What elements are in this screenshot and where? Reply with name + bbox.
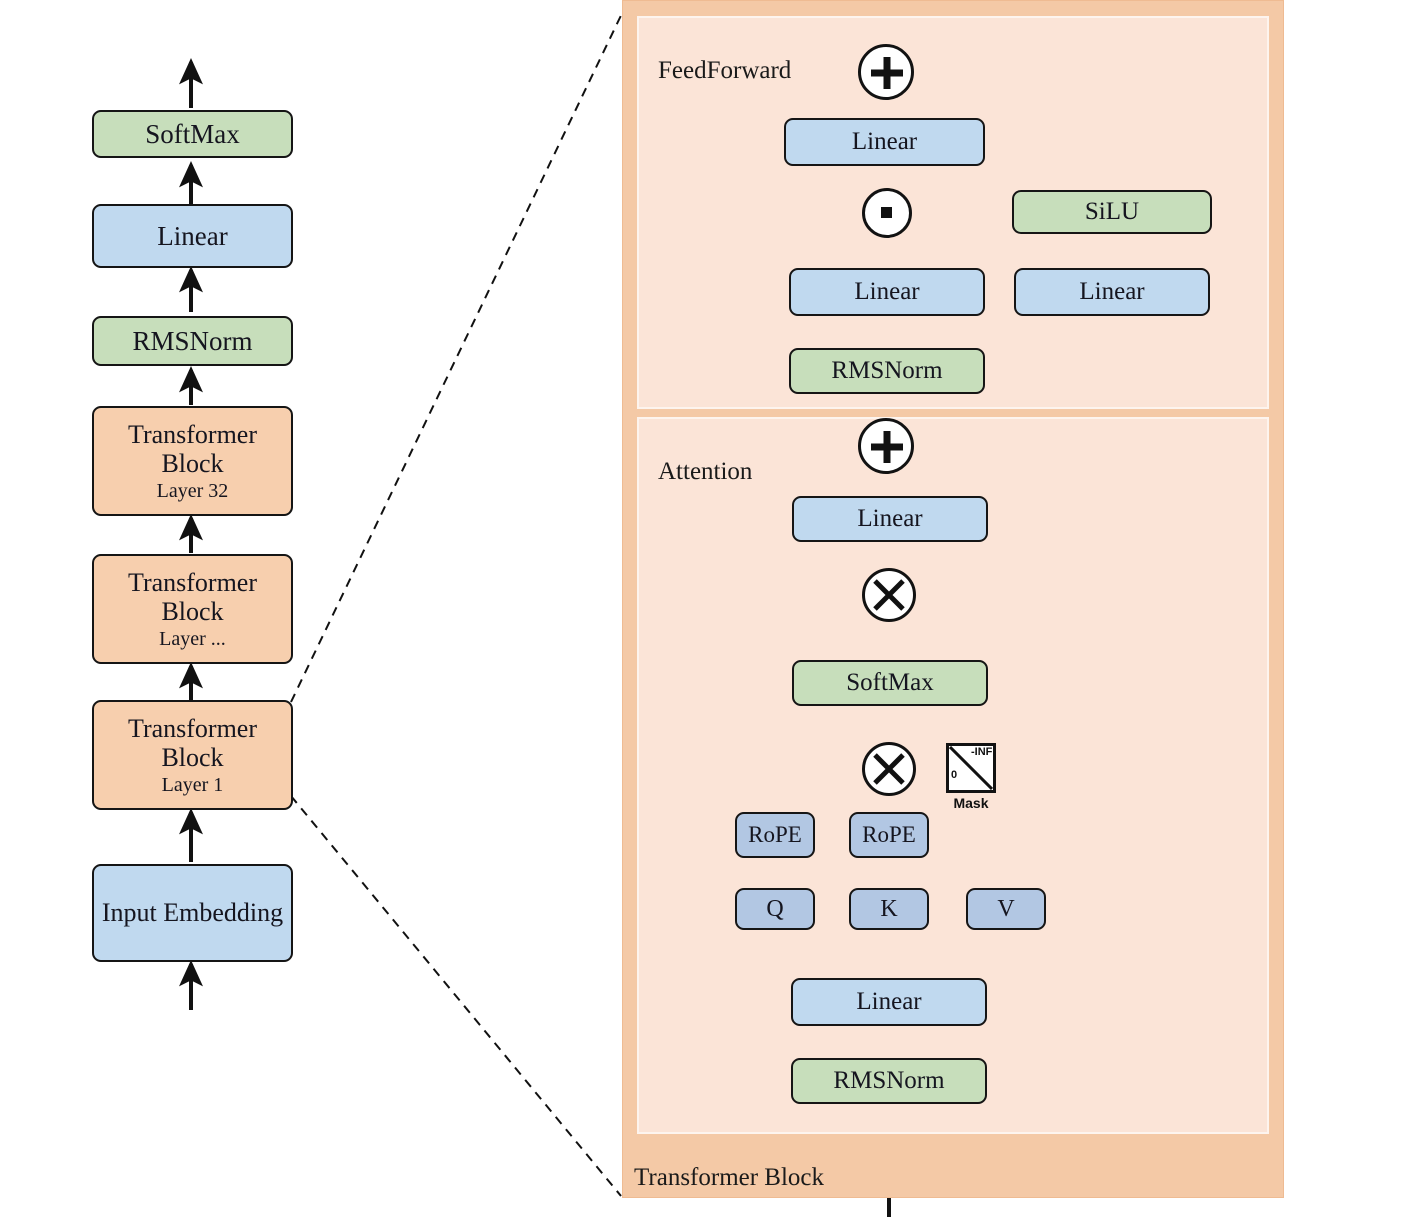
- node-label: SoftMax: [846, 669, 934, 696]
- stack-node-softmax[interactable]: SoftMax: [92, 110, 293, 158]
- node-label: Linear: [856, 988, 922, 1015]
- feedforward-add-op[interactable]: [858, 44, 914, 100]
- multiply-icon: [873, 753, 905, 785]
- stack-node-label: Transformer Block: [127, 713, 258, 772]
- attn-q[interactable]: Q: [735, 888, 815, 930]
- ff-rmsnorm[interactable]: RMSNorm: [789, 348, 985, 394]
- attn-rope-q[interactable]: RoPE: [735, 812, 815, 858]
- node-label: Linear: [854, 278, 920, 305]
- plus-icon: [871, 431, 903, 463]
- attn-v[interactable]: V: [966, 888, 1046, 930]
- mask-caption: Mask: [953, 795, 989, 811]
- attention-matmul-value-op[interactable]: [862, 568, 916, 622]
- multiply-icon: [873, 579, 905, 611]
- attn-rope-k[interactable]: RoPE: [849, 812, 929, 858]
- stack-node-linear[interactable]: Linear: [92, 204, 293, 268]
- stack-node-rmsnorm[interactable]: RMSNorm: [92, 316, 293, 366]
- mask-lower-value: 0: [951, 769, 958, 781]
- attention-label: Attention: [658, 458, 753, 485]
- node-label: Q: [766, 895, 784, 922]
- attn-softmax[interactable]: SoftMax: [792, 660, 988, 706]
- zoom-callout-lines: [290, 2, 628, 1197]
- ff-linear-up[interactable]: Linear: [1014, 268, 1210, 316]
- attn-rmsnorm[interactable]: RMSNorm: [791, 1058, 987, 1104]
- transformer-block-container-label: Transformer Block: [634, 1164, 825, 1191]
- stack-node-input-embedding[interactable]: Input Embedding: [92, 864, 293, 962]
- stack-node-sublabel: Layer 1: [161, 773, 224, 796]
- feedforward-elementwise-mul-op[interactable]: [862, 188, 912, 238]
- node-label: V: [997, 895, 1015, 922]
- stack-node-label: Transformer Block: [127, 567, 258, 626]
- mask-upper-value: -INF: [971, 746, 993, 758]
- attn-linear-out[interactable]: Linear: [792, 496, 988, 542]
- ff-silu[interactable]: SiLU: [1012, 190, 1212, 234]
- stack-node-sublabel: Layer ...: [159, 627, 226, 650]
- stack-node-transformer-block-32[interactable]: Transformer Block Layer 32: [92, 406, 293, 516]
- node-label: K: [880, 895, 898, 922]
- node-label: SiLU: [1084, 198, 1140, 225]
- stack-node-transformer-block-1[interactable]: Transformer Block Layer 1: [92, 700, 293, 810]
- node-label: Linear: [851, 128, 918, 155]
- node-label: RMSNorm: [831, 357, 943, 384]
- stack-node-label: Linear: [157, 220, 228, 251]
- stack-node-label: Input Embedding: [101, 898, 284, 928]
- attn-linear-in[interactable]: Linear: [791, 978, 987, 1026]
- attention-add-op[interactable]: [858, 418, 914, 474]
- plus-icon: [871, 57, 903, 89]
- attention-matmul-qk-op[interactable]: [862, 742, 916, 796]
- stack-node-label: RMSNorm: [132, 325, 253, 356]
- attention-mask-icon: [946, 743, 996, 793]
- dot-product-icon: [881, 207, 892, 218]
- feedforward-label: FeedForward: [658, 57, 792, 84]
- ff-linear-down[interactable]: Linear: [784, 118, 985, 166]
- node-label: Linear: [857, 505, 923, 532]
- mask-diagonal-icon: [949, 746, 993, 790]
- stack-node-sublabel: Layer 32: [156, 479, 229, 502]
- stack-node-transformer-block-mid[interactable]: Transformer Block Layer ...: [92, 554, 293, 664]
- node-label: RoPE: [748, 822, 802, 848]
- node-label: Linear: [1079, 278, 1145, 305]
- node-label: RMSNorm: [833, 1067, 945, 1094]
- stack-node-label: SoftMax: [145, 118, 240, 149]
- ff-linear-gate[interactable]: Linear: [789, 268, 985, 316]
- node-label: RoPE: [862, 822, 916, 848]
- attn-k[interactable]: K: [849, 888, 929, 930]
- stack-node-label: Transformer Block: [127, 419, 258, 478]
